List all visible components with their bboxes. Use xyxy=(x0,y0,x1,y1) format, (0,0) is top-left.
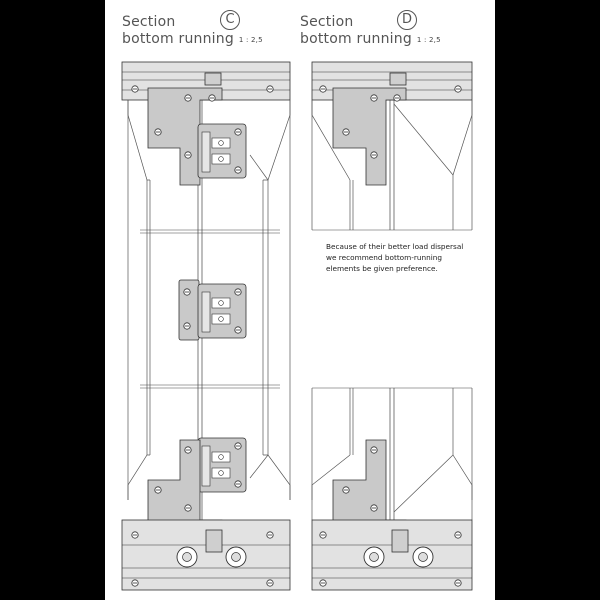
bottom-bracket-d xyxy=(332,439,407,533)
section-c-drawing xyxy=(121,61,291,591)
middle-hinge-left-c xyxy=(178,279,200,341)
top-bracket-d xyxy=(332,87,407,186)
carriage-d xyxy=(391,529,409,553)
section-d-title-line1: Section xyxy=(300,14,354,30)
section-c-label: C xyxy=(220,10,240,30)
section-d-label: D xyxy=(397,10,417,30)
bottom-hinge-c xyxy=(198,438,246,492)
rail-screw-icon xyxy=(131,85,139,93)
rail-screw-icon xyxy=(266,85,274,93)
top-hinge-c xyxy=(198,124,246,178)
note-line-1: Because of their better load dispersal xyxy=(326,242,464,251)
section-c-title: Section bottom running 1 : 2,5 xyxy=(122,14,263,49)
section-c-title-line1: Section xyxy=(122,14,176,30)
top-guide-d xyxy=(389,72,407,86)
section-d-title: Section bottom running 1 : 2,5 xyxy=(300,14,441,49)
carriage-c xyxy=(205,529,223,553)
section-c-title-line2: bottom running xyxy=(122,31,234,47)
section-c-scale: 1 : 2,5 xyxy=(238,36,263,44)
section-d-drawing xyxy=(311,61,473,591)
note-line-2: we recommend bottom-running xyxy=(326,253,443,262)
middle-hinge-c xyxy=(198,284,246,338)
top-bracket-c xyxy=(147,87,223,186)
recommendation-note: Because of their better load dispersal w… xyxy=(326,241,491,274)
section-d-scale: 1 : 2,5 xyxy=(416,36,441,44)
section-d-title-line2: bottom running xyxy=(300,31,412,47)
note-line-3: elements be given preference. xyxy=(326,264,438,273)
top-guide-c xyxy=(204,72,222,86)
